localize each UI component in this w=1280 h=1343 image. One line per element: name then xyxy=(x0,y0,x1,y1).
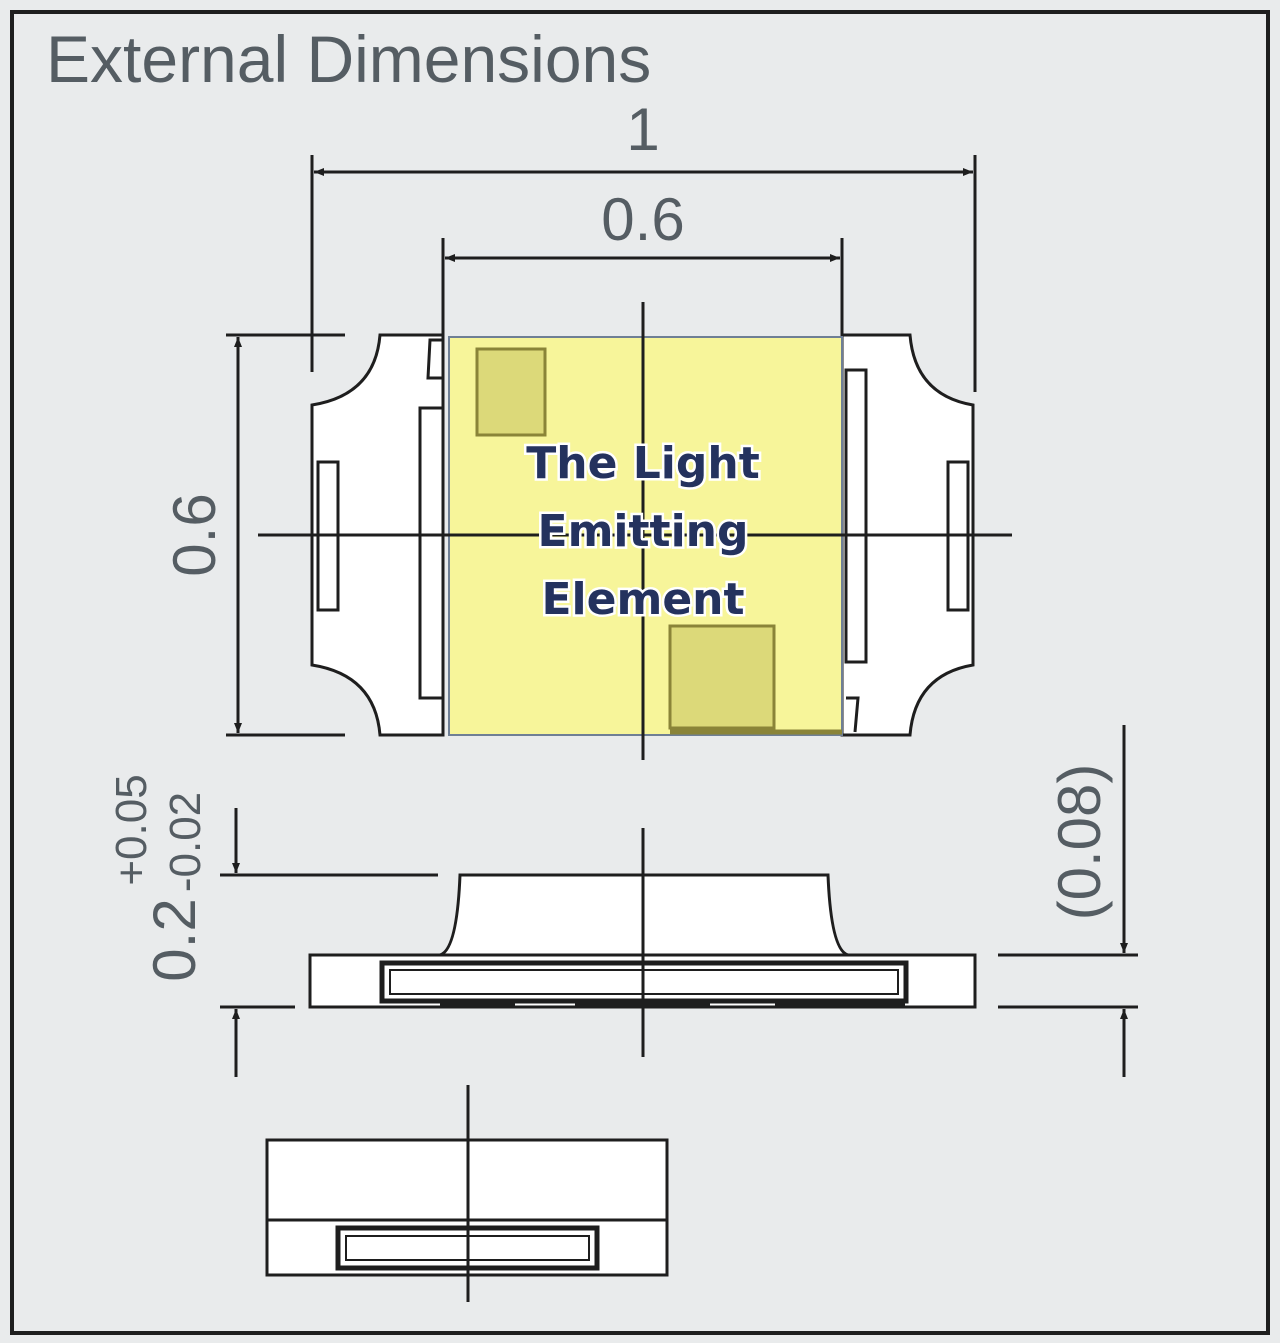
left-terminal-slot-top xyxy=(418,406,445,700)
dim-thickness xyxy=(220,808,438,1077)
left-terminal-notch-top xyxy=(426,338,443,380)
dim-thickness-label: 0.2 xyxy=(141,898,208,981)
dim-body-width-label: 0.6 xyxy=(601,186,684,253)
element-pad-top-left xyxy=(475,347,547,437)
page-title: External Dimensions xyxy=(46,22,651,96)
element-label: The Light Emitting Element xyxy=(524,436,762,628)
dim-thickness-tol-plus: +0.05 xyxy=(107,774,156,885)
dim-height xyxy=(226,333,345,737)
element-label-line3: Element xyxy=(541,574,744,625)
dim-body-width xyxy=(441,238,844,335)
element-label-line1: The Light xyxy=(526,438,759,489)
element-pad-bottom-right xyxy=(668,624,776,730)
top-view-centerlines xyxy=(258,302,1012,760)
dim-lead-thickness xyxy=(998,725,1138,1077)
element-label-line2: Emitting xyxy=(538,506,749,557)
right-terminal-slot xyxy=(844,368,868,664)
right-terminal-notch-bottom xyxy=(846,696,860,733)
dim-lead-thickness-label: (0.08) xyxy=(1046,764,1113,921)
dim-height-label: 0.6 xyxy=(161,493,228,576)
dim-overall-width-label: 1 xyxy=(626,96,659,163)
dim-thickness-tol-minus: -0.02 xyxy=(161,792,210,892)
